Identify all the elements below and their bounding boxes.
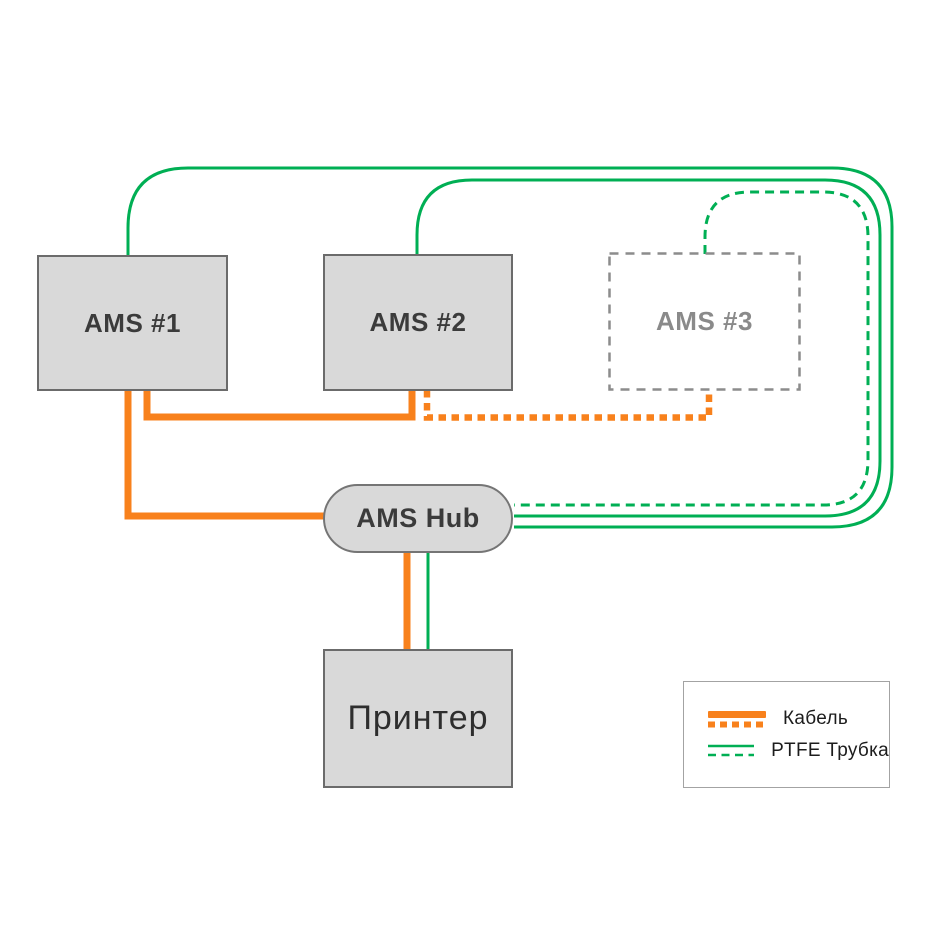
legend-cable-label: Кабель [783,707,849,729]
legend: Кабель PTFE Трубка [683,681,890,788]
node-ams3: AMS #3 [609,253,800,390]
ams3-dashed-outline [608,252,801,391]
ptfe-tube-ams2-to-hub-path [415,178,882,518]
cable-ams2-to-ams1-path [143,390,416,421]
node-ams2: AMS #2 [323,254,513,391]
node-ams-hub: AMS Hub [323,484,513,553]
ptfe-tube-ams1-to-hub-path [126,166,894,529]
node-ams-hub-label: AMS Hub [356,503,480,533]
cable-swatch-icon [708,710,766,727]
cable-ams2-to-ams3-dashed-path [423,390,713,421]
node-printer-label: Принтер [347,699,489,737]
node-ams1-label: AMS #1 [84,307,181,338]
node-ams2-label: AMS #2 [369,307,467,337]
node-ams3-label: AMS #3 [656,306,753,336]
legend-ptfe-label: PTFE Трубка [771,739,889,761]
cable-ams1-to-hub-path [124,390,324,520]
legend-item-ptfe: PTFE Трубка [708,740,889,762]
legend-item-cable: Кабель [708,708,889,730]
ptfe-swatch-icon [708,744,755,756]
node-ams1: AMS #1 [37,255,228,391]
node-printer: Принтер [323,649,513,788]
ptfe-tube-ams3-to-hub-dashed-path [514,190,870,507]
